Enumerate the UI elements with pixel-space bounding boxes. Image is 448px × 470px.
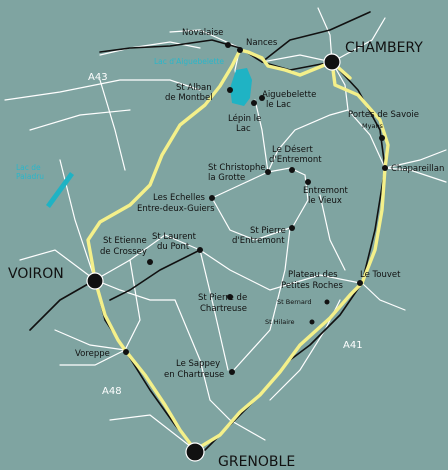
chambery-marker[interactable] bbox=[323, 53, 341, 71]
label-chambery: CHAMBERY bbox=[345, 40, 423, 56]
label-portes-savoie: Portes de Savoie bbox=[348, 110, 419, 120]
label-st-christophe-2: la Grotte bbox=[208, 173, 245, 183]
dot-aiguebelette[interactable] bbox=[259, 95, 265, 101]
dot-chapareillan[interactable] bbox=[382, 165, 388, 171]
dot-lepin[interactable] bbox=[251, 100, 257, 106]
dot-sappey[interactable] bbox=[229, 369, 235, 375]
label-nances: Nances bbox=[246, 38, 278, 48]
dot-st-pierre-ent[interactable] bbox=[289, 225, 295, 231]
label-st-etienne-1: St Etienne bbox=[103, 236, 147, 246]
label-sappey-1: Le Sappey bbox=[176, 359, 220, 369]
label-voreppe: Voreppe bbox=[75, 349, 110, 359]
dot-st-hilaire[interactable] bbox=[309, 319, 315, 325]
label-aiguebelette-1: Aiguebelette bbox=[262, 90, 316, 100]
label-lake-aiguebelette: Lac d'Aiguebelette bbox=[154, 57, 224, 66]
lake-paladru-shape bbox=[46, 172, 74, 208]
dot-echelles[interactable] bbox=[209, 195, 215, 201]
dot-nances[interactable] bbox=[237, 47, 243, 53]
label-entremont-1: Entremont bbox=[303, 186, 348, 196]
dot-st-laurent[interactable] bbox=[197, 247, 203, 253]
label-a48: A48 bbox=[102, 386, 122, 397]
label-plateau-2: Petites Roches bbox=[281, 281, 343, 291]
label-sappey-2: en Chartreuse bbox=[164, 370, 224, 380]
label-lake-paladru-1: Lac de bbox=[16, 163, 41, 172]
dot-voreppe[interactable] bbox=[123, 349, 129, 355]
dot-st-christophe[interactable] bbox=[265, 169, 271, 175]
dot-desert[interactable] bbox=[289, 167, 295, 173]
dot-st-alban[interactable] bbox=[227, 87, 233, 93]
label-echelles-2: Entre-deux-Guiers bbox=[137, 204, 215, 214]
label-grenoble: GRENOBLE bbox=[218, 454, 295, 470]
label-a41: A41 bbox=[343, 340, 363, 351]
label-st-laurent-2: du Pont bbox=[157, 242, 190, 252]
lake-aiguebelette-shape bbox=[230, 68, 252, 106]
label-st-bernard: St Bernard bbox=[277, 298, 312, 306]
dot-st-bernard[interactable] bbox=[324, 299, 330, 305]
label-st-pierre-ent-2: d'Entremont bbox=[232, 236, 285, 246]
dot-st-etienne[interactable] bbox=[147, 259, 153, 265]
label-st-etienne-2: de Crossey bbox=[100, 247, 147, 257]
label-novalaise: Novalaise bbox=[182, 28, 223, 38]
motorways bbox=[29, 11, 386, 451]
label-st-pierre-ch-2: Chartreuse bbox=[200, 304, 247, 314]
grenoble-marker[interactable] bbox=[185, 442, 205, 462]
label-lepin-2: Lac bbox=[236, 124, 251, 134]
label-st-pierre-ent-1: St Pierre bbox=[250, 226, 286, 236]
label-st-hilaire: St Hilaire bbox=[265, 318, 295, 326]
label-desert-2: d'Entremont bbox=[269, 155, 322, 165]
dot-portes-savoie[interactable] bbox=[379, 135, 385, 141]
label-desert-1: Le Désert bbox=[272, 144, 313, 155]
road-network bbox=[4, 7, 447, 451]
label-plateau-1: Plateau des bbox=[288, 270, 338, 280]
town-dots bbox=[123, 42, 388, 375]
dot-st-pierre-ch[interactable] bbox=[227, 294, 233, 300]
label-echelles-1: Les Echelles bbox=[153, 193, 206, 203]
tour-route bbox=[86, 48, 390, 452]
dot-novalaise[interactable] bbox=[225, 42, 231, 48]
label-myans: Myans bbox=[362, 122, 384, 130]
label-st-christophe-1: St Christophe bbox=[208, 163, 266, 173]
label-voiron: VOIRON bbox=[8, 266, 64, 282]
label-a43: A43 bbox=[88, 72, 108, 83]
label-lepin-1: Lépin le bbox=[228, 113, 261, 124]
dot-entremont[interactable] bbox=[305, 179, 311, 185]
label-lake-paladru-2: Paladru bbox=[16, 172, 44, 181]
label-st-laurent-1: St Laurent bbox=[152, 232, 197, 242]
label-entremont-2: le Vieux bbox=[308, 196, 342, 206]
label-chapareillan: Chapareillan bbox=[391, 164, 444, 174]
label-le-touvet: Le Touvet bbox=[360, 270, 401, 280]
dot-le-touvet[interactable] bbox=[357, 280, 363, 286]
label-st-alban-2: de Montbel bbox=[165, 93, 213, 103]
label-aiguebelette-2: le Lac bbox=[266, 100, 291, 110]
label-st-alban-1: St Alban bbox=[176, 83, 212, 93]
label-st-pierre-ch-1: St Pierre de bbox=[198, 293, 247, 303]
voiron-marker[interactable] bbox=[86, 272, 104, 290]
